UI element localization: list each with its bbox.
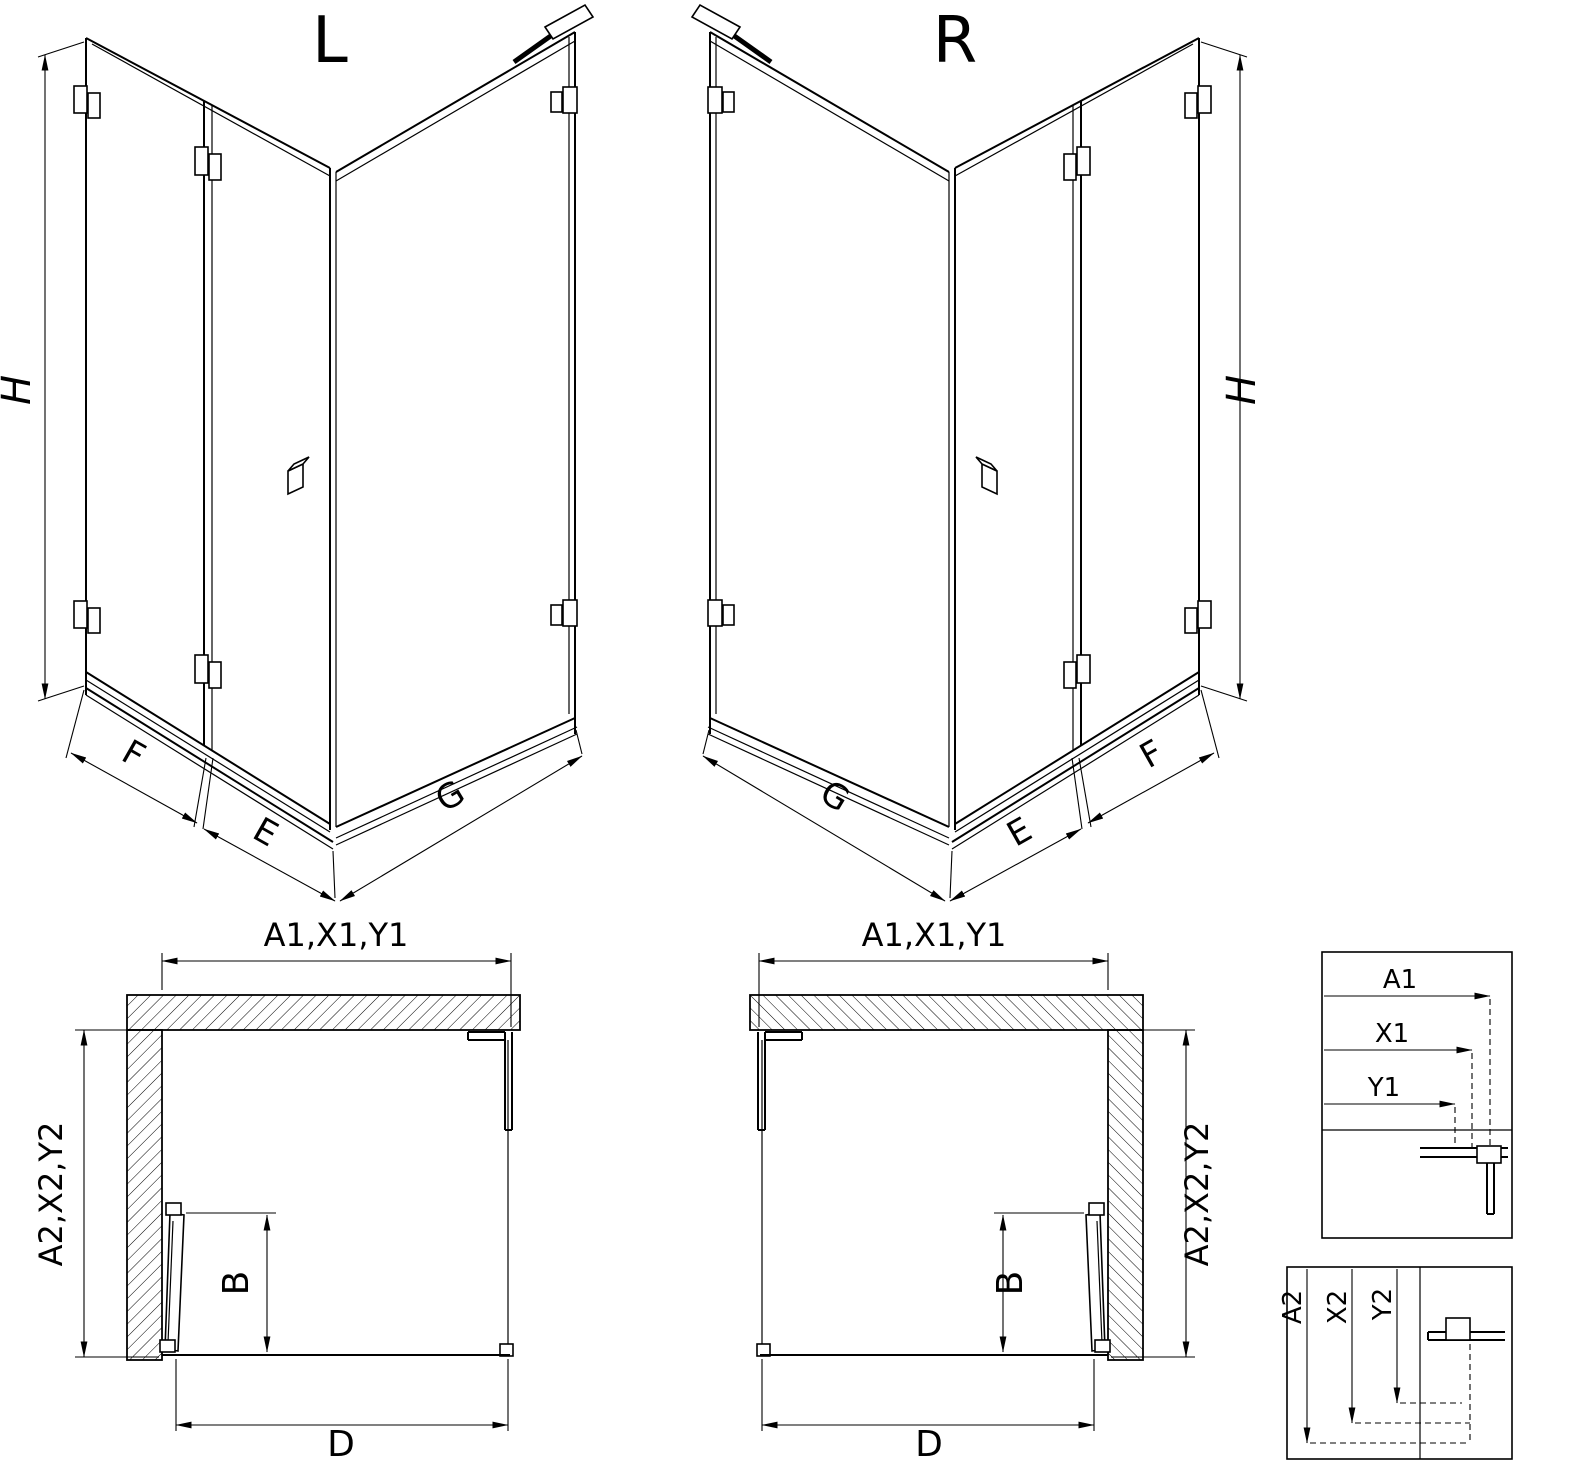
plan-view-right-lineart	[750, 953, 1195, 1431]
detail-x2-label: X2	[1323, 1290, 1353, 1324]
plan-left-depth-label: A2,X2,Y2	[32, 1122, 70, 1267]
dim-label-e-left: E	[246, 810, 284, 855]
plan-left-front-label: D	[327, 1424, 355, 1465]
plan-right-depth-label: A2,X2,Y2	[1178, 1122, 1216, 1267]
dim-label-f-left: F	[115, 732, 152, 776]
door-handle	[287, 456, 310, 496]
dim-panel-lines	[65, 689, 207, 828]
detail-a1-label: A1	[1383, 965, 1417, 995]
plan-right-width-label: A1,X1,Y1	[862, 916, 1007, 954]
detail-x1-label: X1	[1375, 1019, 1409, 1049]
detail-y1-label: Y1	[1367, 1073, 1400, 1103]
hinge-fittings	[73, 85, 578, 689]
dim-door-lines	[202, 757, 336, 902]
variant-label-right: R	[933, 4, 977, 78]
wall-hatch-top	[126, 994, 521, 1031]
plan-door-leaf	[159, 1202, 185, 1353]
wall-hatch-side	[126, 1029, 163, 1361]
detail-y2-label: Y2	[1368, 1288, 1398, 1321]
iso-enclosure-left-lineart	[37, 3, 595, 902]
plan-right-entry-label: B	[990, 1271, 1031, 1296]
detail-depth-chart: A2 X2 Y2	[1278, 1266, 1513, 1460]
dim-height-lines	[37, 41, 85, 702]
plan-left-entry-label: B	[216, 1271, 257, 1296]
dim-label-f-right: F	[1133, 732, 1170, 776]
support-arm	[512, 3, 595, 65]
variant-label-left: L	[312, 4, 348, 78]
detail-width-chart: A1 X1 Y1	[1321, 951, 1513, 1239]
dim-label-h-left: H	[0, 375, 40, 405]
plan-view-left-lineart	[75, 953, 521, 1431]
dim-side-lines	[339, 729, 583, 902]
plan-left-width-label: A1,X1,Y1	[264, 916, 409, 954]
dim-label-g-right: G	[813, 773, 856, 821]
detail-a2-label: A2	[1278, 1290, 1308, 1324]
dim-label-h-right: H	[1219, 375, 1265, 405]
plan-right-front-label: D	[915, 1424, 943, 1465]
dim-label-g-left: G	[429, 773, 472, 821]
dim-label-e-right: E	[1000, 810, 1038, 855]
